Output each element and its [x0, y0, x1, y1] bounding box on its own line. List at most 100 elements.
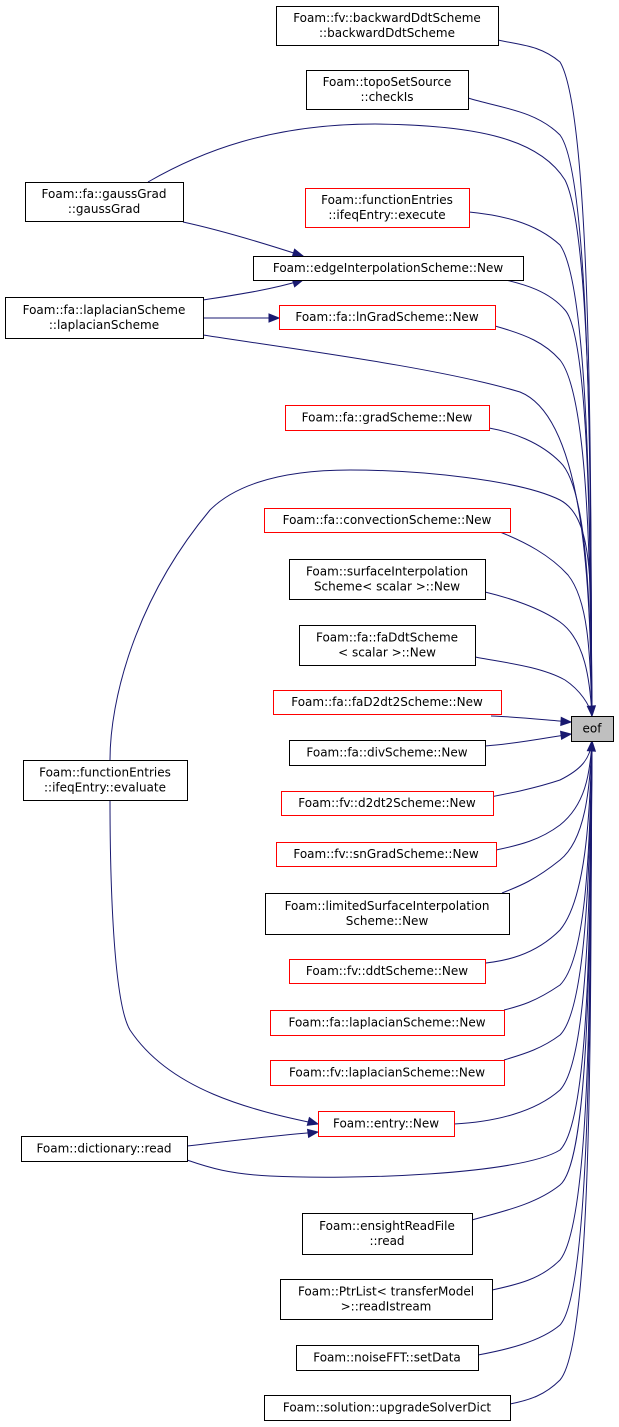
edge-eof-to-fvLaplacianNew: [503, 740, 593, 1061]
node-label: Foam::entry::New: [333, 1117, 439, 1131]
node-label: Scheme< scalar >::New: [314, 580, 460, 594]
node-box: [289, 959, 486, 984]
node-snGrad[interactable]: Foam::fv::snGradScheme::New: [276, 842, 497, 867]
arrow-into-edge-interpolation-upper: [291, 248, 305, 258]
node-label: Foam::functionEntries: [321, 193, 453, 207]
node-label: Foam::PtrList< transferModel: [298, 1285, 474, 1299]
node-box: [285, 405, 490, 431]
node-dictRead[interactable]: Foam::dictionary::read: [21, 1136, 188, 1162]
node-box: [264, 1395, 511, 1421]
node-limitedSurf[interactable]: Foam::limitedSurfaceInterpolationScheme:…: [265, 893, 510, 935]
edge-eof-to-faLaplacianNew: [503, 740, 593, 1011]
edge-eof-to-fvDdt: [474, 740, 593, 965]
node-label: Foam::fa::laplacianScheme: [23, 303, 186, 317]
edge-eof-to-gaussGrad: [147, 123, 593, 717]
node-label: ::laplacianScheme: [49, 318, 159, 332]
node-label: Foam::fa::faD2dt2Scheme::New: [291, 695, 483, 709]
edge-eof-to-upgradeSolver: [509, 740, 593, 1405]
node-box: [5, 297, 204, 339]
edge-eof-to-lnGrad: [494, 325, 593, 717]
node-gradScheme[interactable]: Foam::fa::gradScheme::New: [285, 405, 490, 431]
node-label: Foam::fv::snGradScheme::New: [293, 847, 478, 861]
node-label: Foam::fa::convectionScheme::New: [283, 513, 492, 527]
node-label: Foam::fa::gradScheme::New: [302, 411, 473, 425]
node-fvDdt[interactable]: Foam::fv::ddtScheme::New: [289, 959, 486, 984]
node-label: Foam::fv::d2dt2Scheme::New: [298, 796, 476, 810]
node-label: Foam::fa::lnGradScheme::New: [295, 310, 478, 324]
edge-eof-to-convection: [499, 531, 593, 717]
edge-entryNew-to-dictRead: [186, 1131, 319, 1147]
edge-edgeInterp-to-gaussGrad: [182, 221, 304, 257]
node-gaussGrad[interactable]: Foam::fa::gaussGrad::gaussGrad: [25, 182, 184, 222]
call-graph-edges: [109, 39, 597, 1405]
edge-edgeInterp-to-faLaplacianCtor: [202, 279, 304, 301]
edge-eof-to-snGrad: [495, 740, 593, 851]
node-convection[interactable]: Foam::fa::convectionScheme::New: [264, 508, 511, 533]
node-faLaplacianNew[interactable]: Foam::fa::laplacianScheme::New: [270, 1010, 505, 1036]
edge-eof-to-surfInterp: [484, 591, 593, 717]
node-faLaplacianCtor[interactable]: Foam::fa::laplacianScheme::laplacianSche…: [5, 297, 204, 339]
node-box: [253, 256, 524, 281]
node-label: Foam::topoSetSource: [323, 75, 452, 89]
node-faD2dt2[interactable]: Foam::fa::faD2dt2Scheme::New: [273, 690, 502, 715]
node-box: [318, 1111, 455, 1137]
node-box: [305, 188, 470, 228]
node-box: [270, 1010, 505, 1036]
node-label: Foam::ensightReadFile: [319, 1219, 455, 1233]
node-label: Foam::fv::ddtScheme::New: [306, 964, 468, 978]
target-node-eof: eof: [571, 716, 614, 742]
edge-entryNew-to-ifeqEvaluate: [109, 799, 319, 1125]
node-label: Foam::solution::upgradeSolverDict: [283, 1401, 492, 1415]
node-edgeInterp[interactable]: Foam::edgeInterpolationScheme::New: [253, 256, 524, 281]
node-label: ::ifeqEntry::evaluate: [44, 781, 166, 795]
node-topoSetSource[interactable]: Foam::topoSetSource::checkIs: [306, 70, 469, 110]
node-ensightRead[interactable]: Foam::ensightReadFile::read: [302, 1213, 473, 1255]
node-noiseFFT[interactable]: Foam::noiseFFT::setData: [296, 1345, 479, 1371]
node-box: [279, 305, 496, 330]
node-label: ::gaussGrad: [68, 202, 140, 216]
node-ifeqEvaluate[interactable]: Foam::functionEntries::ifeqEntry::evalua…: [23, 760, 188, 801]
node-fvD2dt2[interactable]: Foam::fv::d2dt2Scheme::New: [281, 791, 494, 816]
arrow-into-eof-left-upper: [560, 716, 573, 727]
node-fvLaplacianNew[interactable]: Foam::fv::laplacianScheme::New: [270, 1060, 505, 1086]
node-box: [280, 1279, 493, 1320]
node-backwardDdtScheme[interactable]: Foam::fv::backwardDdtScheme::backwardDdt…: [276, 6, 499, 46]
node-lnGrad[interactable]: Foam::fa::lnGradScheme::New: [279, 305, 496, 330]
node-entryNew[interactable]: Foam::entry::New: [318, 1111, 455, 1137]
call-graph-nodes: Foam::fv::backwardDdtScheme::backwardDdt…: [5, 6, 614, 1421]
node-box: [571, 716, 614, 742]
node-label: Foam::functionEntries: [39, 766, 171, 780]
arrow-into-entry-new-lower: [306, 1128, 320, 1139]
node-box: [281, 791, 494, 816]
node-box: [299, 625, 476, 666]
node-label: < scalar >::New: [338, 646, 436, 660]
node-label: ::ifeqEntry::execute: [328, 208, 445, 222]
edge-eof-to-ifeqEvaluate: [109, 469, 593, 761]
arrow-into-eof-left-lower: [559, 730, 573, 741]
node-label: >::readIstream: [341, 1300, 432, 1314]
node-ifeqExecute[interactable]: Foam::functionEntries::ifeqEntry::execut…: [305, 188, 470, 228]
node-box: [289, 740, 486, 766]
node-faDdt[interactable]: Foam::fa::faDdtScheme< scalar >::New: [299, 625, 476, 666]
node-label: ::checkIs: [360, 90, 413, 104]
node-ptrList[interactable]: Foam::PtrList< transferModel>::readIstre…: [280, 1279, 493, 1320]
node-box: [270, 1060, 505, 1086]
node-label: Foam::edgeInterpolationScheme::New: [273, 261, 503, 275]
edge-eof-to-faDdt: [474, 656, 593, 717]
edge-eof-to-edgeInterp: [505, 279, 593, 717]
node-label: Foam::fa::gaussGrad: [42, 187, 167, 201]
node-label: Foam::fa::laplacianScheme::New: [288, 1016, 485, 1030]
node-upgradeSolver[interactable]: Foam::solution::upgradeSolverDict: [264, 1395, 511, 1421]
node-box: [264, 508, 511, 533]
node-label: Foam::surfaceInterpolation: [306, 565, 468, 579]
arrow-into-lngrad-scheme: [268, 313, 281, 323]
node-box: [306, 70, 469, 110]
node-box: [273, 690, 502, 715]
arrow-into-entry-new-upper: [306, 1116, 320, 1126]
node-label: Scheme::New: [346, 914, 429, 928]
node-box: [296, 1345, 479, 1371]
node-faDiv[interactable]: Foam::fa::divScheme::New: [289, 740, 486, 766]
edge-eof-to-noiseFFT: [477, 740, 593, 1356]
